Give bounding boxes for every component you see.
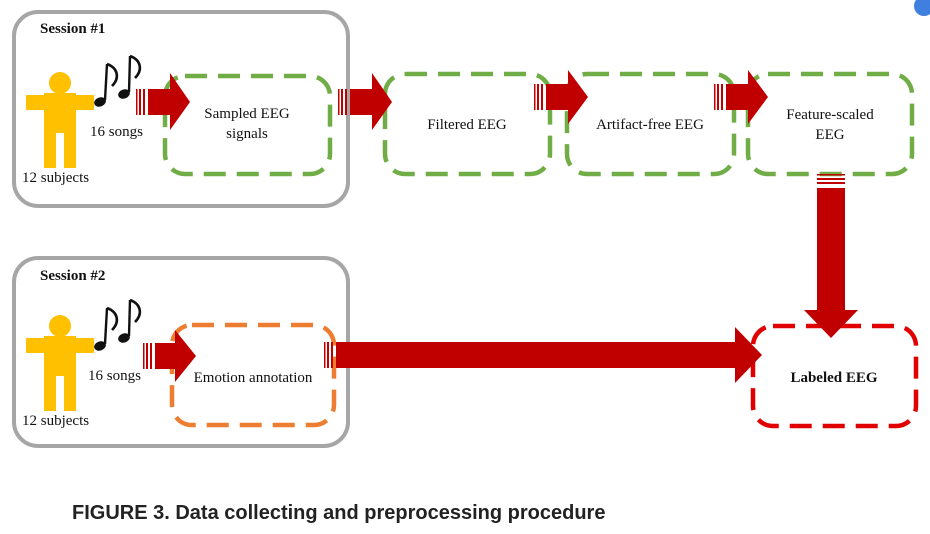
arrow-icon [534,70,588,124]
feature-scaled-eeg-box: Feature-scaled EEG [745,71,915,177]
session-2-songs: 16 songs [88,368,141,384]
labeled-eeg-label: Labeled EEG [790,370,877,386]
session-1-title: Session #1 [40,21,105,37]
feature-scaled-eeg-label-1: Feature-scaled [786,107,874,123]
emotion-annotation-label: Emotion annotation [194,370,313,386]
sampled-eeg-box: Sampled EEG signals [162,73,333,177]
session-1-subjects: 12 subjects [22,170,89,186]
corner-badge-icon [914,0,930,16]
artifact-free-eeg-label: Artifact-free EEG [596,117,704,133]
person-icon [26,315,94,411]
labeled-eeg-box: Labeled EEG [750,323,919,429]
session-2-subjects: 12 subjects [22,413,89,429]
music-notes-icon [91,54,142,110]
arrow-icon [714,70,768,124]
sampled-eeg-label-1: Sampled EEG [204,106,290,122]
session-1-songs: 16 songs [90,124,143,140]
emotion-annotation-box: Emotion annotation [169,322,337,428]
music-notes-icon [91,298,142,354]
filtered-eeg-box: Filtered EEG [382,71,553,177]
feature-scaled-eeg-label-2: EEG [815,127,844,143]
artifact-free-eeg-box: Artifact-free EEG [564,71,737,177]
arrow-icon [324,327,762,383]
figure-caption: FIGURE 3. Data collecting and preprocess… [72,502,606,524]
arrow-icon [136,73,190,130]
sampled-eeg-label-2: signals [226,126,268,142]
filtered-eeg-label: Filtered EEG [427,117,507,133]
arrow-icon [338,73,392,130]
session-1-box: Session #1 16 songs 12 subjects [12,10,350,208]
arrow-icon [804,174,858,338]
person-icon [26,72,94,168]
arrow-icon [143,330,196,382]
session-2-title: Session #2 [40,268,105,284]
